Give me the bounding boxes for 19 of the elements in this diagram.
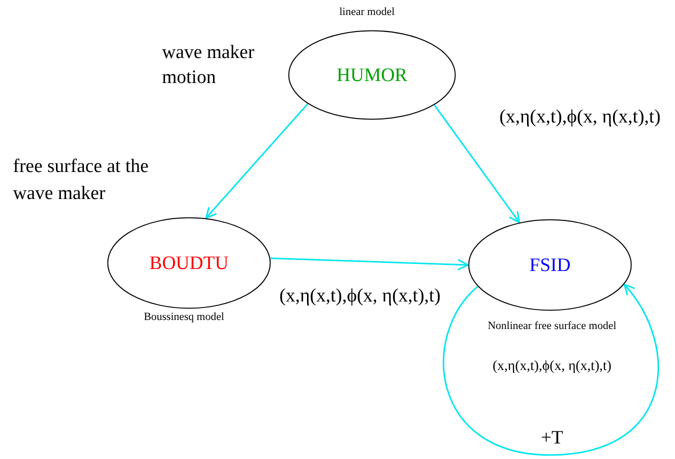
formula-text: (x,η(x,t),ϕ(x, η(x,t),t): [492, 360, 612, 374]
model-name: BOUDTU: [149, 254, 229, 272]
arrow: [205, 103, 308, 219]
edge-label: +T: [540, 428, 564, 448]
model-name: FSID: [529, 256, 571, 274]
model-ellipse: [107, 217, 271, 309]
edge-label: (x,η(x,t),ϕ(x, η(x,t),t): [499, 108, 661, 126]
arrow: [270, 257, 469, 270]
model-ellipse: [468, 219, 632, 311]
model-caption: linear model: [339, 7, 395, 18]
model-name: HUMOR: [336, 66, 408, 84]
model-ellipse: [288, 30, 456, 120]
arrow: [434, 104, 520, 224]
arrow: [443, 284, 659, 456]
model-caption: Nonlinear free surface model: [488, 321, 616, 332]
model-caption: Boussinesq model: [144, 312, 224, 323]
annotation-text: wave maker motion: [162, 41, 256, 90]
edge-label: (x,η(x,t),ϕ(x, η(x,t),t): [279, 286, 441, 306]
annotation-text: free surface at the wave maker: [13, 155, 150, 206]
